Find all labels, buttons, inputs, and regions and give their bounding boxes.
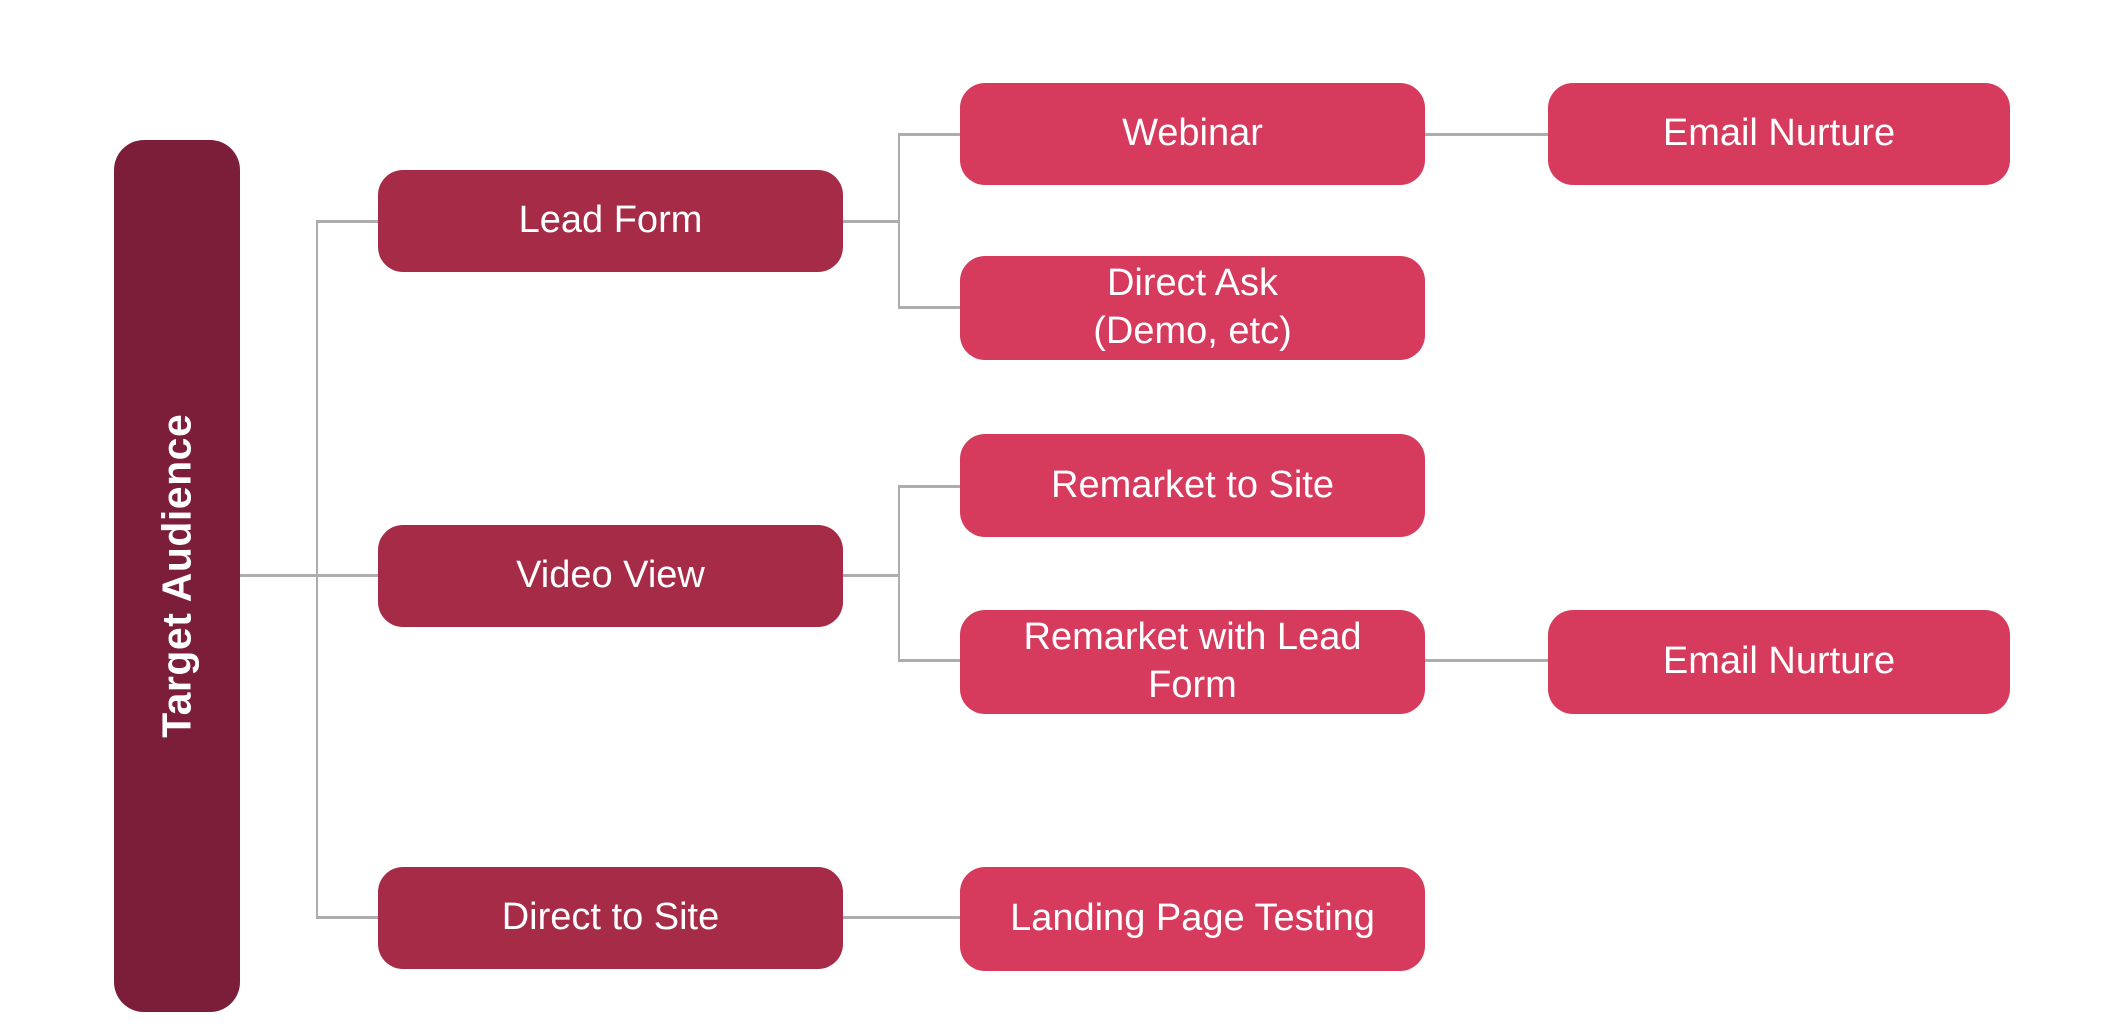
edge-video-view-out [843,574,900,577]
node-lead-form-label: Lead Form [518,199,703,242]
edge-lead-form-branch-vertical [898,133,900,309]
node-video-view: Video View [378,525,843,627]
edge-remarket-lead-email-nurture [1425,659,1548,662]
node-webinar-label: Webinar [1122,112,1263,155]
node-remarket-to-site-label: Remarket to Site [1051,463,1334,506]
node-email-nurture-bottom: Email Nurture [1548,610,2010,714]
edge-lead-form-out [843,220,900,223]
node-landing-page-testing: Landing Page Testing [960,867,1425,971]
edge-target-audience-branch-vertical [316,220,318,919]
edge-lead-form-webinar [898,133,960,136]
node-webinar: Webinar [960,83,1425,185]
edge-target-audience-lead-form [316,220,378,223]
node-direct-ask-label: Direct Ask (Demo, etc) [1093,262,1292,352]
node-direct-to-site: Direct to Site [378,867,843,969]
edge-lead-form-direct-ask [898,306,960,309]
edge-video-view-remarket-to-site [898,485,960,488]
node-lead-form: Lead Form [378,170,843,272]
node-video-view-label: Video View [516,554,705,597]
node-remarket-with-lead-form-label: Remarket with Lead Form [1023,616,1362,706]
edge-target-audience-trunk [240,574,378,577]
edge-target-audience-direct-to-site [316,916,378,919]
node-email-nurture-top-label: Email Nurture [1662,112,1896,155]
node-direct-to-site-label: Direct to Site [501,896,720,939]
node-landing-page-testing-label: Landing Page Testing [1010,897,1375,940]
node-target-audience-label: Target Audience [153,413,200,739]
node-email-nurture-top: Email Nurture [1548,83,2010,185]
edge-webinar-email-nurture [1425,133,1548,136]
edge-video-view-branch-vertical [898,485,900,661]
node-email-nurture-bottom-label: Email Nurture [1662,640,1896,683]
edge-direct-to-site-landing-page [843,916,960,919]
node-remarket-to-site: Remarket to Site [960,434,1425,537]
edge-video-view-remarket-with-lead-form [898,659,960,662]
node-direct-ask: Direct Ask (Demo, etc) [960,256,1425,360]
node-target-audience: Target Audience [114,140,240,1012]
node-remarket-with-lead-form: Remarket with Lead Form [960,610,1425,714]
